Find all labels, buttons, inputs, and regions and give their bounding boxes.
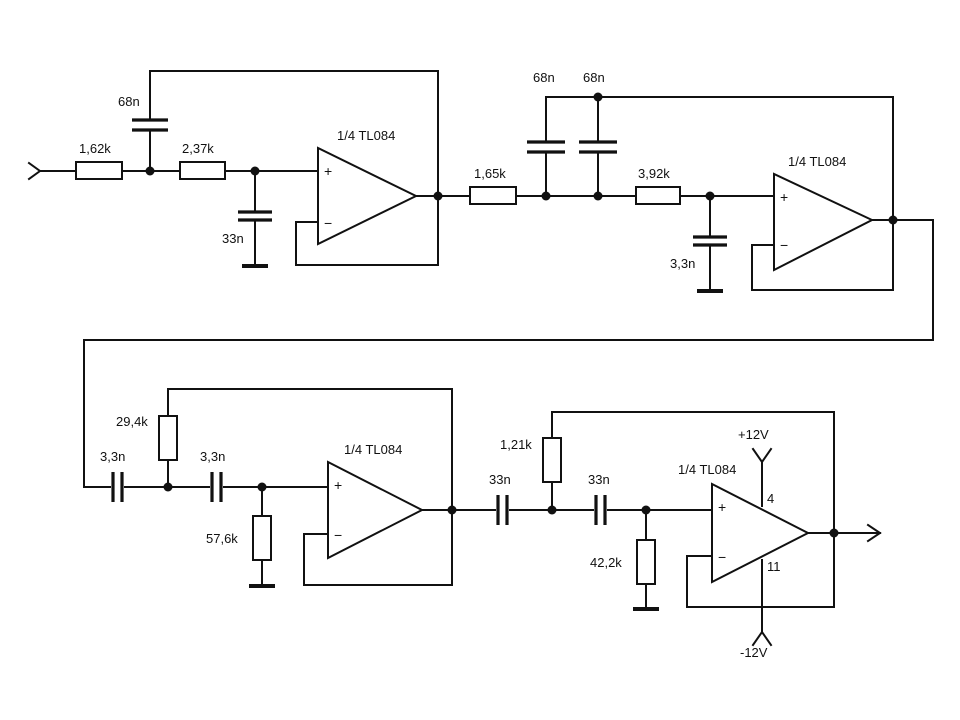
junction-dot	[705, 191, 715, 201]
junctions	[145, 92, 898, 538]
resistor-r4	[635, 186, 681, 205]
opamp-minus-sign: −	[780, 237, 788, 253]
label-r5: 29,4k	[116, 414, 148, 429]
supply-positive-label: +12V	[738, 427, 769, 442]
opamp-minus-sign: −	[324, 215, 332, 231]
label-c2: 33n	[222, 231, 244, 246]
opamp-label: 1/4 TL084	[678, 462, 736, 477]
label-c3: 68n	[533, 70, 555, 85]
opamp-2: + − 1/4 TL084	[773, 154, 875, 272]
label-r7: 1,21k	[500, 437, 532, 452]
label-c5: 3,3n	[670, 256, 695, 271]
junction-dot	[257, 482, 267, 492]
supply-pin-negative: 11	[767, 559, 781, 574]
opamp-label: 1/4 TL084	[788, 154, 846, 169]
opamp-plus-sign: +	[334, 477, 342, 493]
opamp-label: 1/4 TL084	[344, 442, 402, 457]
ground-symbols	[242, 264, 723, 611]
opamp-plus-sign: +	[718, 499, 726, 515]
opamp-4: + − 1/4 TL084 4 11 +12V -12V	[678, 427, 811, 660]
junction-dot	[447, 505, 457, 515]
label-r2: 2,37k	[182, 141, 214, 156]
junction-dot	[541, 191, 551, 201]
resistor-r3	[469, 186, 517, 205]
label-c6: 3,3n	[100, 449, 125, 464]
capacitor-c4	[579, 140, 617, 154]
label-c8: 33n	[489, 472, 511, 487]
label-c9: 33n	[588, 472, 610, 487]
label-r6: 57,6k	[206, 531, 238, 546]
label-r8: 42,2k	[590, 555, 622, 570]
capacitor-c3	[527, 140, 565, 154]
resistor-r2	[179, 161, 226, 180]
resistor-r7	[542, 437, 562, 483]
junction-dot	[593, 92, 603, 102]
opamp-label: 1/4 TL084	[337, 128, 395, 143]
junction-dot	[547, 505, 557, 515]
resistor-r8	[636, 539, 656, 585]
label-c4: 68n	[583, 70, 605, 85]
label-r1: 1,62k	[79, 141, 111, 156]
junction-dot	[145, 166, 155, 176]
supply-negative-label: -12V	[740, 645, 768, 660]
opamp-minus-sign: −	[718, 549, 726, 565]
capacitor-c8	[496, 495, 509, 525]
resistor-r6	[252, 515, 272, 561]
opamp-plus-sign: +	[324, 163, 332, 179]
label-c1: 68n	[118, 94, 140, 109]
capacitor-c1	[132, 118, 168, 132]
junction-dot	[163, 482, 173, 492]
resistor-r1	[75, 161, 123, 180]
capacitor-c6	[111, 472, 124, 502]
opamp-1: + − 1/4 TL084	[317, 128, 419, 246]
capacitors	[111, 118, 727, 525]
wires	[27, 70, 934, 647]
junction-dot	[888, 215, 898, 225]
capacitor-c7	[210, 472, 223, 502]
opamp-3: + − 1/4 TL084	[327, 442, 425, 560]
capacitor-c2	[238, 210, 272, 222]
label-r4: 3,92k	[638, 166, 670, 181]
junction-dot	[593, 191, 603, 201]
junction-dot	[641, 505, 651, 515]
component-labels: 68n 1,62k 2,37k 33n 68n 68n 1,65k 3,92k …	[79, 70, 695, 570]
label-r3: 1,65k	[474, 166, 506, 181]
capacitor-c5	[693, 235, 727, 247]
junction-dot	[433, 191, 443, 201]
label-c7: 3,3n	[200, 449, 225, 464]
opamp-minus-sign: −	[334, 527, 342, 543]
junction-dot	[250, 166, 260, 176]
resistor-r5	[158, 415, 178, 461]
junction-dot	[829, 528, 839, 538]
capacitor-c9	[594, 495, 607, 525]
supply-pin-positive: 4	[767, 491, 774, 506]
resistors	[75, 161, 681, 585]
opamp-plus-sign: +	[780, 189, 788, 205]
